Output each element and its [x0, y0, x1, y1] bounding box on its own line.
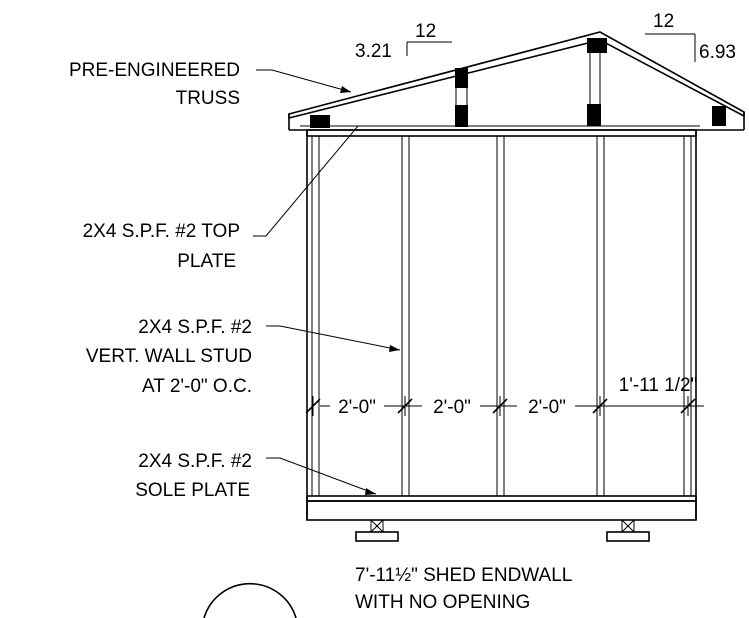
wall-stud-label-line2: VERT. WALL STUD — [86, 346, 252, 367]
dimension-label-3: 2'-0" — [528, 397, 566, 418]
caption-line2: WITH NO OPENING — [355, 592, 530, 613]
wall-stud-label: 2X4 S.P.F. #2 VERT. WALL STUD AT 2'-0" O… — [86, 317, 401, 397]
dimension-line: 2'-0" 2'-0" 2'-0" 1'-11 1/2" — [305, 375, 704, 418]
dimension-label-1: 2'-0" — [338, 397, 376, 418]
truss-label-line1: PRE-ENGINEERED — [69, 60, 240, 81]
sole-plate-label: 2X4 S.P.F. #2 SOLE PLATE — [135, 451, 377, 501]
wall-stud-label-line3: AT 2'-0" O.C. — [142, 376, 252, 397]
sole-plate-label-line1: 2X4 S.P.F. #2 — [138, 451, 252, 472]
truss-label: PRE-ENGINEERED TRUSS — [69, 60, 352, 109]
slope-right: 12 6.93 — [645, 11, 736, 63]
slope-left-run: 12 — [415, 21, 436, 42]
skid-blocks — [355, 519, 650, 542]
dimension-label-4: 1'-11 1/2" — [619, 375, 698, 396]
sole-plate — [306, 495, 697, 521]
top-plate — [306, 129, 697, 137]
top-plate-label-line2: PLATE — [177, 251, 236, 272]
slope-right-run: 12 — [653, 11, 674, 32]
dimension-label-2: 2'-0" — [433, 397, 471, 418]
top-plate-label-line1: 2X4 S.P.F. #2 TOP — [83, 221, 240, 242]
wall-stud-label-line1: 2X4 S.P.F. #2 — [138, 317, 252, 338]
caption-line1: 7'-11½" SHED ENDWALL — [355, 565, 572, 586]
drawing-caption: 7'-11½" SHED ENDWALL WITH NO OPENING — [355, 565, 572, 613]
slope-left: 12 3.21 — [355, 21, 452, 62]
section-callout-circle — [203, 582, 297, 618]
slope-right-rise: 6.93 — [699, 42, 736, 63]
slope-left-rise: 3.21 — [355, 41, 392, 62]
truss-label-line2: TRUSS — [176, 88, 240, 109]
sole-plate-label-line2: SOLE PLATE — [135, 480, 250, 501]
top-plate-label: 2X4 S.P.F. #2 TOP PLATE — [83, 125, 359, 272]
wall-frame — [306, 130, 697, 520]
